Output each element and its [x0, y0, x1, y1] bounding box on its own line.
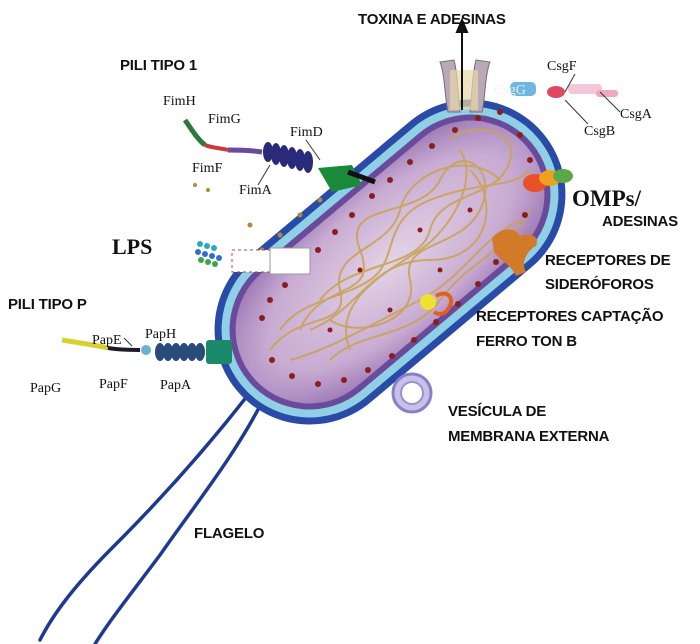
adesinas-label: ADESINAS — [602, 214, 678, 229]
fimg-label: FimG — [208, 113, 241, 127]
tonb-receptor-label-1: RECEPTORES CAPTAÇÃO — [476, 309, 663, 324]
pili-type1-label: PILI TIPO 1 — [120, 58, 197, 73]
flagellum — [40, 395, 262, 644]
csga-label: CsgA — [620, 108, 652, 122]
fimf-label: FimF — [192, 162, 222, 176]
fimd-label: FimD — [290, 126, 323, 140]
lps-label: LPS — [112, 236, 152, 258]
outer-membrane-vesicle — [393, 374, 431, 412]
tonb-receptor-label-2: FERRO TON B — [476, 334, 577, 349]
csgf-label: CsgF — [547, 60, 577, 74]
siderophore-receptor-label-2: SIDERÓFOROS — [545, 277, 654, 292]
type1-pilus — [185, 120, 375, 192]
toxin-label: TOXINA E ADESINAS — [358, 12, 506, 27]
pape-label: PapE — [92, 334, 122, 348]
flagellum-label: FLAGELO — [194, 526, 264, 541]
csgb-label: CsgB — [584, 125, 615, 139]
toxin-pore — [440, 60, 490, 112]
csgg-label: CsgG — [494, 84, 526, 98]
papa-label: PapA — [160, 379, 191, 393]
fimh-label: FimH — [163, 95, 196, 109]
vesicle-label-2: MEMBRANA EXTERNA — [448, 429, 609, 444]
paph-label: PapH — [145, 328, 176, 342]
omps-label: OMPs/ — [572, 187, 641, 210]
fima-label: FimA — [239, 184, 272, 198]
papf-label: PapF — [99, 378, 128, 392]
vesicle-label-1: VESÍCULA DE — [448, 404, 546, 419]
siderophore-receptor-label-1: RECEPTORES DE — [545, 253, 671, 268]
papg-label: PapG — [30, 382, 61, 396]
pili-typep-label: PILI TIPO P — [8, 297, 87, 312]
curli-proteins — [510, 74, 620, 124]
